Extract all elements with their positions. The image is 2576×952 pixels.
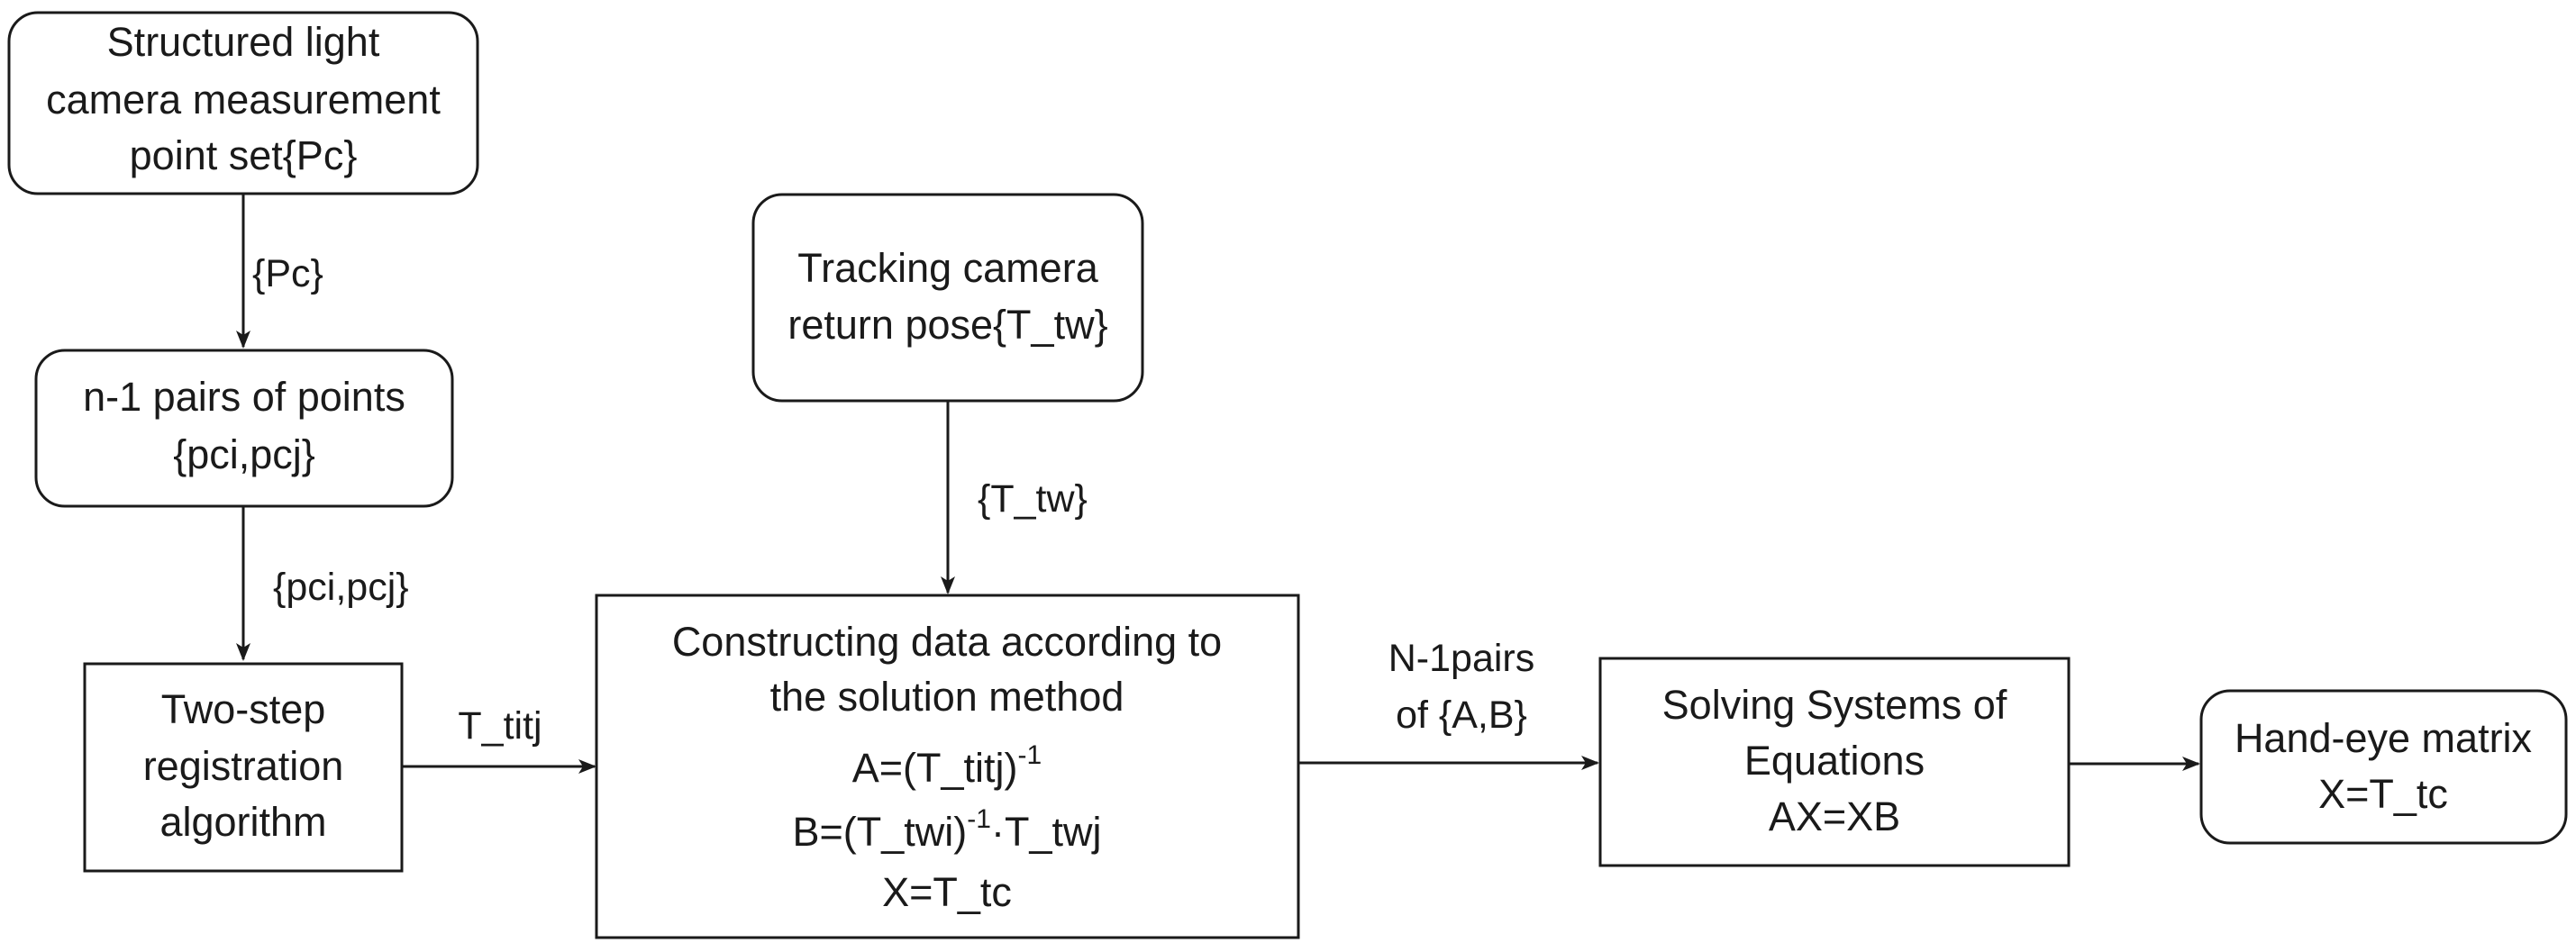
node-constructing-box (595, 594, 1300, 939)
eq-b-superscript: -1 (967, 804, 991, 834)
node-constructing-eq-a: A=(T_titj)-1 (852, 740, 1042, 791)
edge-t-tw: {T_tw} (941, 401, 1088, 594)
node-hand-eye-matrix: Hand-eye matrix X=T_tc (2199, 689, 2568, 845)
eq-a-base: A=(T_titj) (852, 745, 1018, 791)
node-solving-box (1598, 657, 2071, 867)
node-point-pairs: n-1 pairs of points {pci,pcj} (34, 349, 454, 508)
edge-ab-pairs-label-line2: of {A,B} (1396, 694, 1527, 737)
node-tracking-camera-line1: Tracking camera (797, 245, 1098, 291)
node-solving-line1: Solving Systems of (1662, 682, 2007, 728)
node-point-pairs-box (34, 349, 454, 508)
node-hand-eye-line2: X=T_tc (2318, 771, 2448, 817)
eq-b-base: B=(T_twi) (793, 809, 968, 855)
node-constructing-line2: the solution method (770, 674, 1124, 720)
edge-t-tw-label: {T_tw} (978, 477, 1088, 521)
edge-pci-pcj-label: {pci,pcj} (273, 566, 409, 609)
eq-b-tail: ·T_twj (991, 809, 1102, 855)
edge-t-titj-label: T_titj (458, 704, 542, 748)
node-constructing-eq-x: X=T_tc (882, 869, 1012, 915)
edge-t-titj: T_titj (403, 704, 596, 774)
node-solving-systems: Solving Systems of Equations AX=XB (1598, 657, 2071, 867)
node-constructing-line1: Constructing data according to (672, 619, 1222, 665)
node-two-step-line1: Two-step (161, 686, 326, 732)
node-point-pairs-line2: {pci,pcj} (173, 431, 315, 477)
node-structured-light-line1: Structured light (107, 19, 380, 65)
edge-pc-label: {Pc} (252, 252, 323, 295)
node-point-pairs-line1: n-1 pairs of points (83, 374, 405, 420)
node-hand-eye-box (2199, 689, 2568, 845)
node-constructing-data: Constructing data according to the solut… (595, 594, 1300, 939)
edge-pci-pcj: {pci,pcj} (236, 506, 409, 661)
node-structured-light-line2: camera measurement (46, 77, 441, 122)
node-constructing-eq-b: B=(T_twi)-1·T_twj (793, 804, 1102, 855)
eq-a-superscript: -1 (1018, 740, 1042, 770)
node-two-step-line3: algorithm (159, 799, 326, 845)
node-two-step-box (83, 662, 404, 873)
node-tracking-camera-line2: return pose{T_tw} (787, 302, 1107, 348)
node-two-step-registration: Two-step registration algorithm (83, 662, 404, 873)
node-solving-line2: Equations (1744, 738, 1925, 784)
node-solving-line3: AX=XB (1769, 793, 1900, 839)
node-structured-light-point-set: Structured light camera measurement poin… (7, 11, 479, 195)
node-hand-eye-line1: Hand-eye matrix (2235, 715, 2533, 761)
node-tracking-camera: Tracking camera return pose{T_tw} (751, 193, 1144, 403)
node-tracking-camera-box (751, 193, 1144, 403)
edge-ab-pairs-label-line1: N-1pairs (1388, 637, 1535, 680)
node-structured-light-line3: point set{Pc} (130, 132, 358, 178)
node-two-step-line2: registration (143, 743, 344, 789)
node-structured-light-box (7, 11, 479, 195)
edge-ab-pairs: N-1pairs of {A,B} (1299, 637, 1599, 770)
edge-pc: {Pc} (236, 194, 323, 349)
